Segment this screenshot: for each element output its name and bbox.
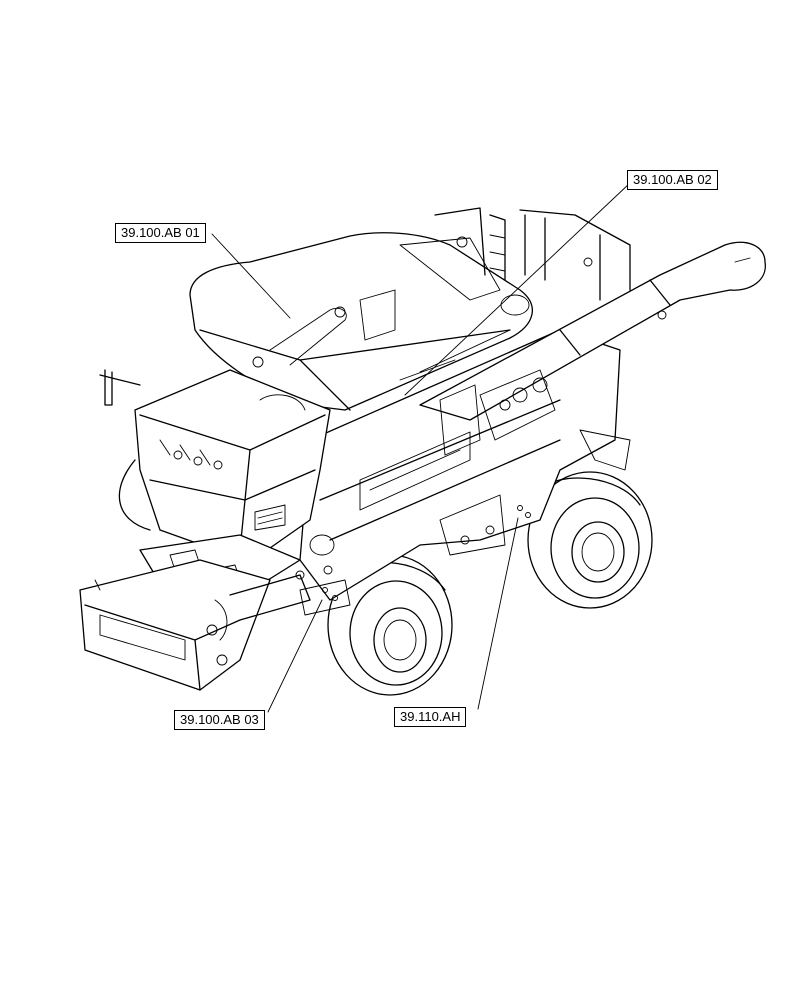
rear-wheel bbox=[527, 471, 653, 609]
grain-tank bbox=[189, 232, 533, 411]
feeder-house bbox=[79, 534, 335, 691]
operator-cab bbox=[99, 369, 331, 556]
engine-compartment bbox=[439, 369, 631, 471]
unloading-auger bbox=[419, 241, 766, 421]
machine-body bbox=[299, 329, 621, 616]
leader-lines bbox=[211, 182, 631, 713]
callout-39-100-ab-03[interactable]: 39.100.AB 03 bbox=[174, 710, 265, 730]
callout-39-100-ab-01[interactable]: 39.100.AB 01 bbox=[115, 223, 206, 243]
front-wheel bbox=[327, 554, 453, 696]
callout-39-110-ah[interactable]: 39.110.AH bbox=[394, 707, 467, 727]
callout-39-100-ab-02[interactable]: 39.100.AB 02 bbox=[627, 170, 718, 190]
rear-platform bbox=[399, 207, 631, 316]
